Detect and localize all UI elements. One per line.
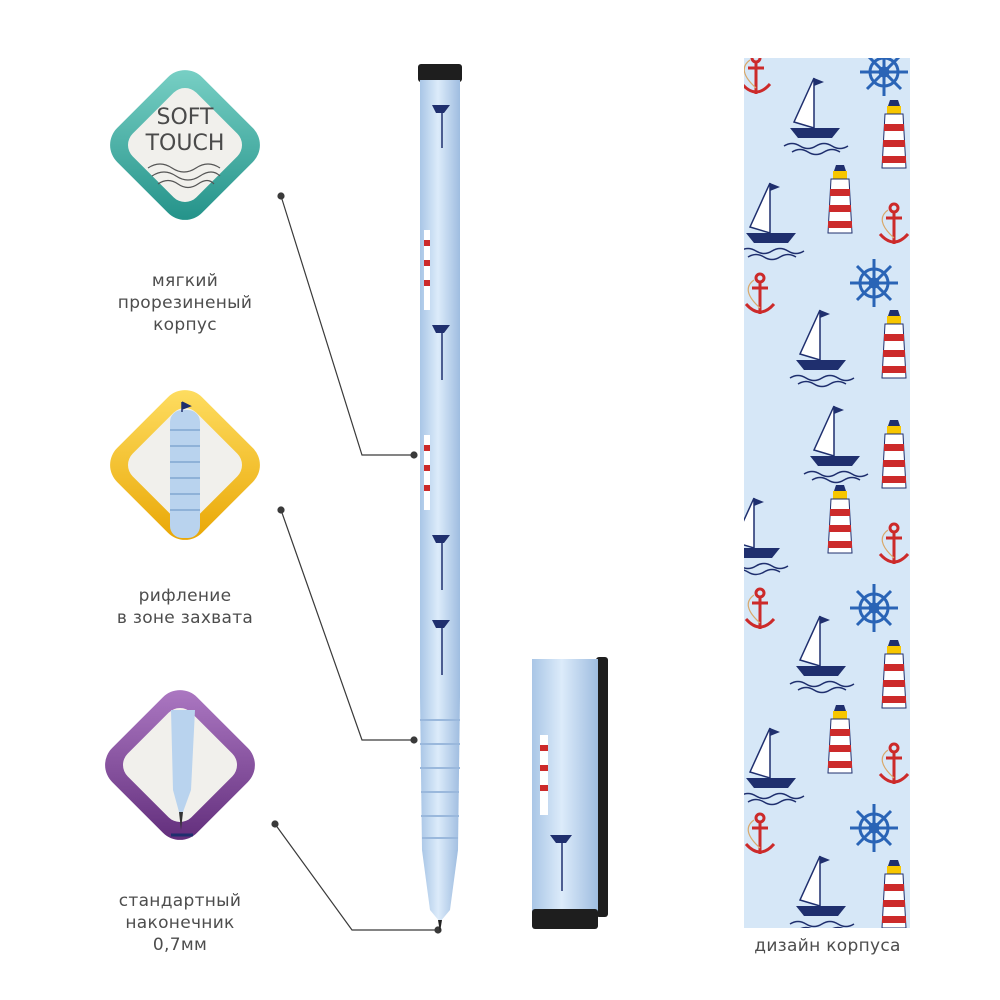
grip-section [420, 696, 460, 850]
lighthouse-icon [827, 484, 853, 554]
anchor-icon [744, 812, 776, 856]
anchor-icon [878, 202, 910, 246]
pen-motifs [424, 105, 450, 675]
sailboat-icon [744, 497, 789, 576]
waves-icon [147, 163, 221, 189]
ship-wheel-icon [858, 58, 910, 98]
pen-clip [596, 657, 608, 917]
lighthouse-icon [827, 704, 853, 774]
sailboat-icon [744, 727, 805, 806]
lighthouse-icon [881, 639, 907, 709]
anchor-icon [744, 587, 776, 631]
anchor-icon [744, 272, 776, 316]
pen-body [410, 60, 470, 940]
soft-label: SOFT [157, 105, 215, 130]
tip-caption: стандартный наконечник 0,7мм [118, 891, 242, 955]
sailboat-icon [789, 615, 855, 694]
lighthouse-icon [881, 309, 907, 379]
ship-wheel-icon [848, 257, 900, 309]
sailboat-icon [789, 855, 855, 928]
soft-touch-badge: SOFT TOUCH [100, 60, 270, 230]
lighthouse-icon [881, 99, 907, 169]
grip-caption: рифление в зоне захвата [116, 586, 254, 628]
grip-badge [100, 380, 270, 550]
tip-badge [95, 680, 265, 850]
sailboat-icon [744, 182, 805, 261]
ship-wheel-icon [848, 802, 900, 854]
anchor-icon [878, 742, 910, 786]
pattern-caption: дизайн корпуса [754, 936, 901, 956]
anchor-icon [878, 522, 910, 566]
touch-label: TOUCH [145, 131, 225, 156]
sailboat-icon [803, 405, 869, 484]
lighthouse-icon [881, 419, 907, 489]
ribbed-grip-icon [170, 401, 200, 538]
pen-end-cap [418, 64, 462, 82]
lighthouse-icon [827, 164, 853, 234]
lighthouse-icon [881, 859, 907, 928]
sailboat-icon [783, 77, 849, 156]
pen-tip-icon [171, 710, 195, 837]
ship-wheel-icon [848, 582, 900, 634]
soft-touch-caption: мягкий прорезиненый корпус [117, 271, 253, 335]
sailboat-icon [789, 309, 855, 388]
pen-cap [528, 655, 618, 935]
sailboat-icon [744, 58, 772, 96]
body-pattern-panel [744, 58, 910, 928]
